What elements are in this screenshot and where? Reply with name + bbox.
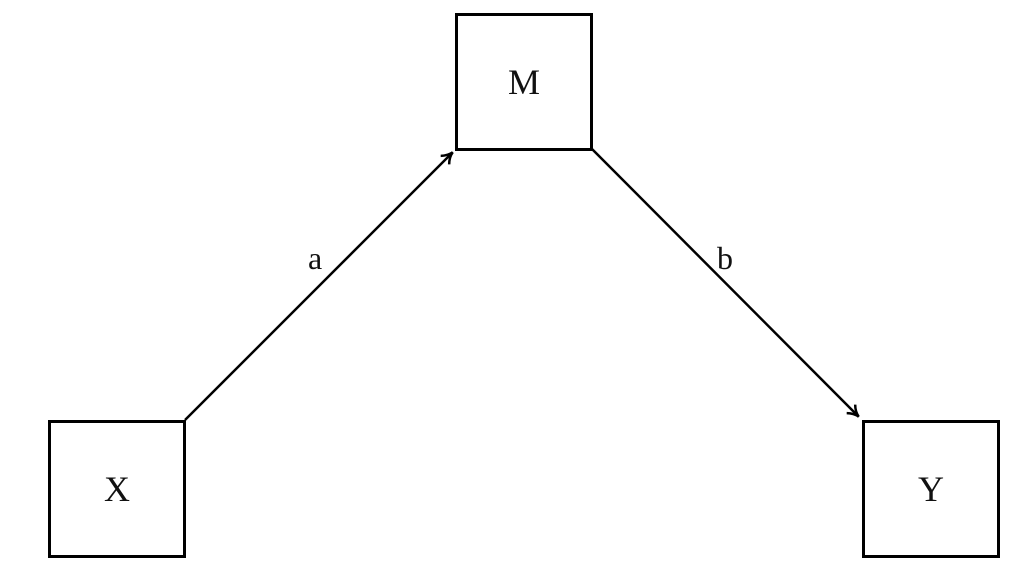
- node-m-label: M: [507, 62, 540, 102]
- edge-b-label: b: [717, 240, 733, 276]
- node-x-label: X: [104, 469, 130, 509]
- node-m: M: [455, 13, 593, 151]
- node-x: X: [48, 420, 186, 558]
- node-y: Y: [862, 420, 1000, 558]
- edge-m-to-y: [591, 148, 860, 418]
- edge-a-label: a: [308, 240, 323, 276]
- node-y-label: Y: [918, 469, 944, 509]
- edge-x-to-m: [184, 151, 454, 421]
